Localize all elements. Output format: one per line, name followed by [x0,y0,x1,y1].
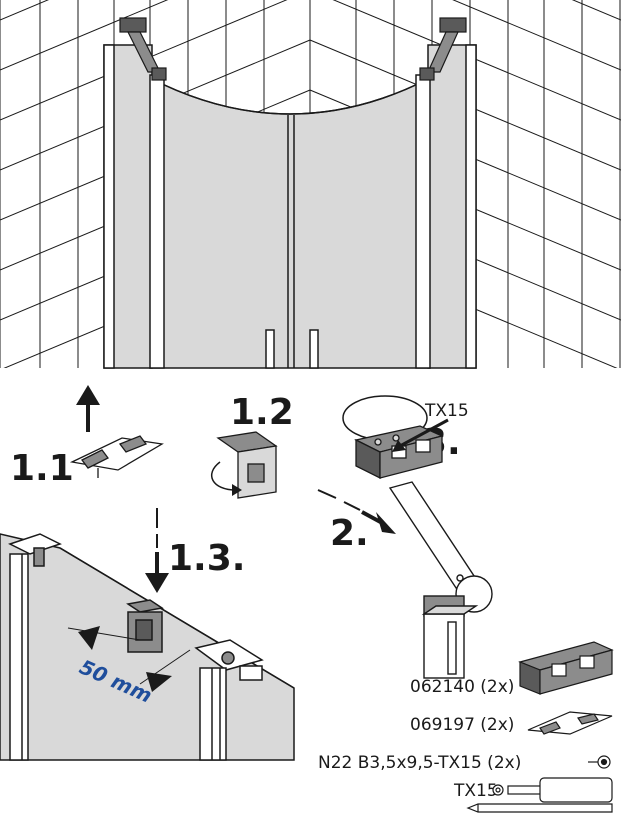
dash-2 [343,501,361,511]
door-detail [0,533,295,761]
dim-arrow-right [146,672,172,692]
arrow-down-head [145,573,169,593]
step-1-3-group: 1.3. 50 mm [0,508,295,761]
step-1-2-label: 1.2 [230,392,294,433]
part-code-069197: 069197 (2x) [410,715,514,735]
connector-part-3 [354,425,444,480]
part-code-screw: N22 B3,5x9,5-TX15 (2x) [318,753,521,773]
clip-part-1-2 [216,431,278,499]
step-2-label: 2. [330,513,369,554]
clip-part-1-1 [69,435,164,478]
parts-list: 062140 (2x) 069197 (2x) N22 B3,5x9,5-TX1… [318,641,614,813]
arrow-up-head [76,385,100,405]
stabilizer-arm [388,481,493,679]
dim-line-left [67,627,141,641]
screwdriver-arrow-head [392,440,406,452]
screwdriver-icon [492,777,613,803]
step-1-3-label: 1.3. [168,538,245,579]
wall-bracket-right [419,17,467,81]
rotate-arrow [210,461,237,491]
dash-1 [317,489,337,499]
step-1-1-label: 1.1 [10,448,74,489]
rotate-arrow-head [232,484,242,496]
part-code-062140: 062140 (2x) [410,677,514,697]
screwdriver-arrow [399,418,449,448]
dim-arrow-left [78,626,100,650]
step-1-2-group: 1.2 [210,392,294,499]
screw-icon [588,755,611,769]
part-image-069197 [527,711,613,735]
pencil-icon [466,803,613,813]
wall-bracket-left [119,17,167,81]
part-image-062140 [518,641,614,695]
step-3-group: TX15 3. [342,395,469,480]
tool-tx15-label-top: TX15 [424,401,469,421]
part-code-tx15: TX15 [453,781,498,801]
arrow-2-head [376,512,396,534]
shower-enclosure [103,44,477,369]
step-1-1-group: 1.1 [10,385,164,489]
step-2-group: 2. [317,481,493,679]
